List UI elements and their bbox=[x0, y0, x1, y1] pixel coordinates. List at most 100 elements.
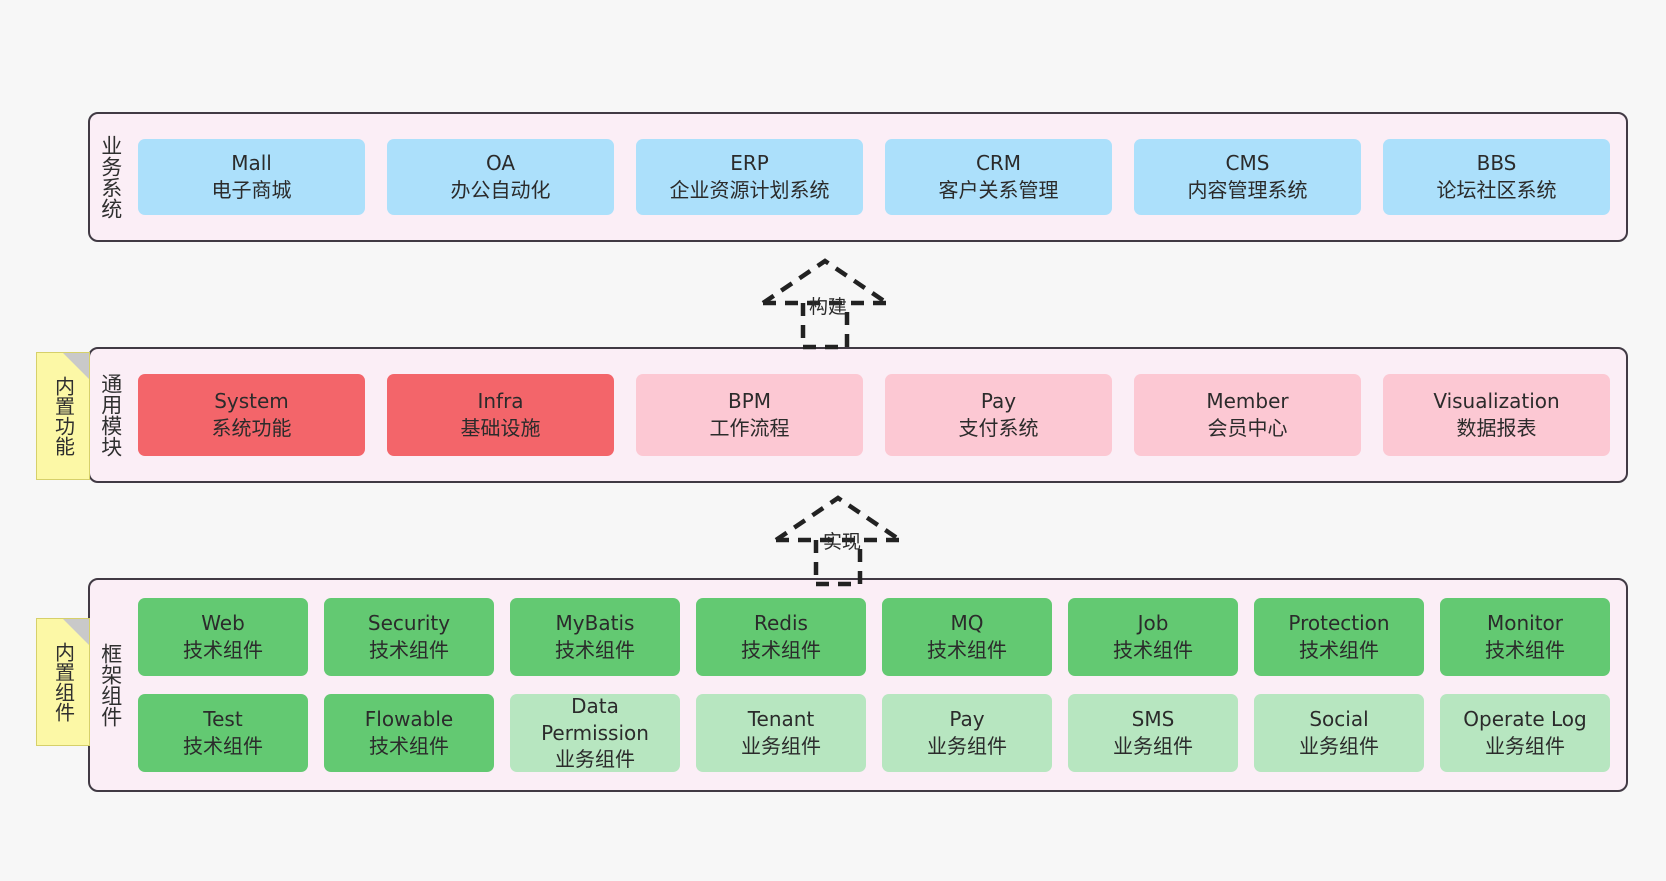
card-subtitle: 企业资源计划系统 bbox=[669, 178, 830, 202]
card-title: Flowable bbox=[364, 707, 454, 732]
card-subtitle: 业务组件 bbox=[555, 747, 635, 772]
card-subtitle: 业务组件 bbox=[1113, 734, 1193, 758]
card-subtitle: 技术组件 bbox=[183, 734, 263, 758]
card-test[interactable]: Test 技术组件 bbox=[138, 694, 308, 772]
card-subtitle: 电子商城 bbox=[211, 178, 292, 202]
card-row: Web 技术组件 Security 技术组件 MyBatis 技术组件 Redi… bbox=[138, 598, 1610, 676]
card-subtitle: 内容管理系统 bbox=[1187, 178, 1308, 202]
note-fold-corner-icon bbox=[63, 353, 89, 379]
card-subtitle: 技术组件 bbox=[1485, 638, 1565, 662]
card-title: Redis bbox=[754, 611, 808, 636]
card-infra[interactable]: Infra 基础设施 bbox=[387, 374, 614, 456]
layer-panel-business: 业务系统 Mall 电子商城 OA 办公自动化 ERP 企业资源计划系统 CRM… bbox=[88, 112, 1628, 242]
card-subtitle: 业务组件 bbox=[1485, 734, 1565, 758]
card-crm[interactable]: CRM 客户关系管理 bbox=[885, 139, 1112, 215]
layer-panel-module: 通用模块 System 系统功能 Infra 基础设施 BPM 工作流程 Pay… bbox=[88, 347, 1628, 483]
card-bpm[interactable]: BPM 工作流程 bbox=[636, 374, 863, 456]
card-title: BBS bbox=[1476, 151, 1517, 176]
card-protection[interactable]: Protection 技术组件 bbox=[1254, 598, 1424, 676]
card-system[interactable]: System 系统功能 bbox=[138, 374, 365, 456]
sticky-note-label: 内置功能 bbox=[51, 376, 76, 456]
card-title: Visualization bbox=[1433, 389, 1560, 414]
connector-implement-label: 实现 bbox=[823, 531, 862, 553]
card-mybatis[interactable]: MyBatis 技术组件 bbox=[510, 598, 680, 676]
card-security[interactable]: Security 技术组件 bbox=[324, 598, 494, 676]
layer-panel-framework: 框架组件 Web 技术组件 Security 技术组件 MyBatis 技术组件… bbox=[88, 578, 1628, 792]
connector-build-label: 构建 bbox=[809, 296, 848, 318]
card-title: Job bbox=[1137, 611, 1169, 636]
card-subtitle: 技术组件 bbox=[369, 734, 449, 758]
card-title: CMS bbox=[1225, 151, 1270, 176]
card-member[interactable]: Member 会员中心 bbox=[1134, 374, 1361, 456]
card-flowable[interactable]: Flowable 技术组件 bbox=[324, 694, 494, 772]
card-cms[interactable]: CMS 内容管理系统 bbox=[1134, 139, 1361, 215]
card-title: Social bbox=[1309, 707, 1369, 732]
card-oa[interactable]: OA 办公自动化 bbox=[387, 139, 614, 215]
card-subtitle: 技术组件 bbox=[927, 638, 1007, 662]
card-row: Test 技术组件 Flowable 技术组件 Data Permission … bbox=[138, 694, 1610, 772]
card-title: Operate Log bbox=[1463, 707, 1587, 732]
card-web[interactable]: Web 技术组件 bbox=[138, 598, 308, 676]
card-title: Member bbox=[1206, 389, 1289, 414]
card-subtitle: 技术组件 bbox=[555, 638, 635, 662]
card-pay-component[interactable]: Pay 业务组件 bbox=[882, 694, 1052, 772]
card-title: Protection bbox=[1288, 611, 1390, 636]
card-title: CRM bbox=[975, 151, 1022, 176]
card-subtitle: 基础设施 bbox=[460, 416, 541, 440]
card-title: Pay bbox=[949, 707, 985, 732]
card-title: BPM bbox=[727, 389, 772, 414]
layer-title-framework: 框架组件 bbox=[98, 643, 123, 727]
sticky-note-label: 内置组件 bbox=[51, 642, 76, 722]
card-subtitle: 论坛社区系统 bbox=[1436, 178, 1557, 202]
card-subtitle: 业务组件 bbox=[1299, 734, 1379, 758]
card-title: System bbox=[214, 389, 289, 414]
card-mall[interactable]: Mall 电子商城 bbox=[138, 139, 365, 215]
card-title: Mall bbox=[231, 151, 272, 176]
card-row: System 系统功能 Infra 基础设施 BPM 工作流程 Pay 支付系统… bbox=[138, 374, 1610, 456]
card-redis[interactable]: Redis 技术组件 bbox=[696, 598, 866, 676]
card-subtitle: 办公自动化 bbox=[450, 178, 551, 202]
card-data-permission[interactable]: Data Permission 业务组件 bbox=[510, 694, 680, 772]
card-title: Monitor bbox=[1486, 611, 1564, 636]
card-tenant[interactable]: Tenant 业务组件 bbox=[696, 694, 866, 772]
card-subtitle: 技术组件 bbox=[183, 638, 263, 662]
card-job[interactable]: Job 技术组件 bbox=[1068, 598, 1238, 676]
card-title: Infra bbox=[477, 389, 524, 414]
card-pay-module[interactable]: Pay 支付系统 bbox=[885, 374, 1112, 456]
connector-build-arrow bbox=[761, 258, 889, 350]
card-social[interactable]: Social 业务组件 bbox=[1254, 694, 1424, 772]
card-title: Test bbox=[203, 707, 243, 732]
layer-title-business: 业务系统 bbox=[98, 135, 123, 219]
card-erp[interactable]: ERP 企业资源计划系统 bbox=[636, 139, 863, 215]
card-monitor[interactable]: Monitor 技术组件 bbox=[1440, 598, 1610, 676]
layer-body-framework: Web 技术组件 Security 技术组件 MyBatis 技术组件 Redi… bbox=[130, 580, 1626, 790]
card-title: Data Permission bbox=[541, 694, 649, 745]
card-mq[interactable]: MQ 技术组件 bbox=[882, 598, 1052, 676]
card-title: MQ bbox=[950, 611, 984, 636]
card-title: Web bbox=[201, 611, 245, 636]
card-bbs[interactable]: BBS 论坛社区系统 bbox=[1383, 139, 1610, 215]
card-subtitle: 业务组件 bbox=[741, 734, 821, 758]
card-title: Tenant bbox=[747, 707, 815, 732]
card-sms[interactable]: SMS 业务组件 bbox=[1068, 694, 1238, 772]
card-subtitle: 支付系统 bbox=[958, 416, 1039, 440]
card-subtitle: 技术组件 bbox=[1113, 638, 1193, 662]
card-visualization[interactable]: Visualization 数据报表 bbox=[1383, 374, 1610, 456]
card-subtitle: 技术组件 bbox=[369, 638, 449, 662]
card-subtitle: 技术组件 bbox=[1299, 638, 1379, 662]
layer-body-business: Mall 电子商城 OA 办公自动化 ERP 企业资源计划系统 CRM 客户关系… bbox=[130, 114, 1626, 240]
note-fold-corner-icon bbox=[63, 619, 89, 645]
card-subtitle: 系统功能 bbox=[211, 416, 292, 440]
card-subtitle: 业务组件 bbox=[927, 734, 1007, 758]
card-operate-log[interactable]: Operate Log 业务组件 bbox=[1440, 694, 1610, 772]
card-title: MyBatis bbox=[555, 611, 635, 636]
card-title: SMS bbox=[1131, 707, 1175, 732]
card-title: Security bbox=[367, 611, 451, 636]
card-subtitle: 会员中心 bbox=[1207, 416, 1288, 440]
card-subtitle: 技术组件 bbox=[741, 638, 821, 662]
card-title: ERP bbox=[730, 151, 769, 176]
layer-body-module: System 系统功能 Infra 基础设施 BPM 工作流程 Pay 支付系统… bbox=[130, 349, 1626, 481]
card-subtitle: 数据报表 bbox=[1456, 416, 1537, 440]
connector-implement-arrow bbox=[774, 495, 902, 587]
